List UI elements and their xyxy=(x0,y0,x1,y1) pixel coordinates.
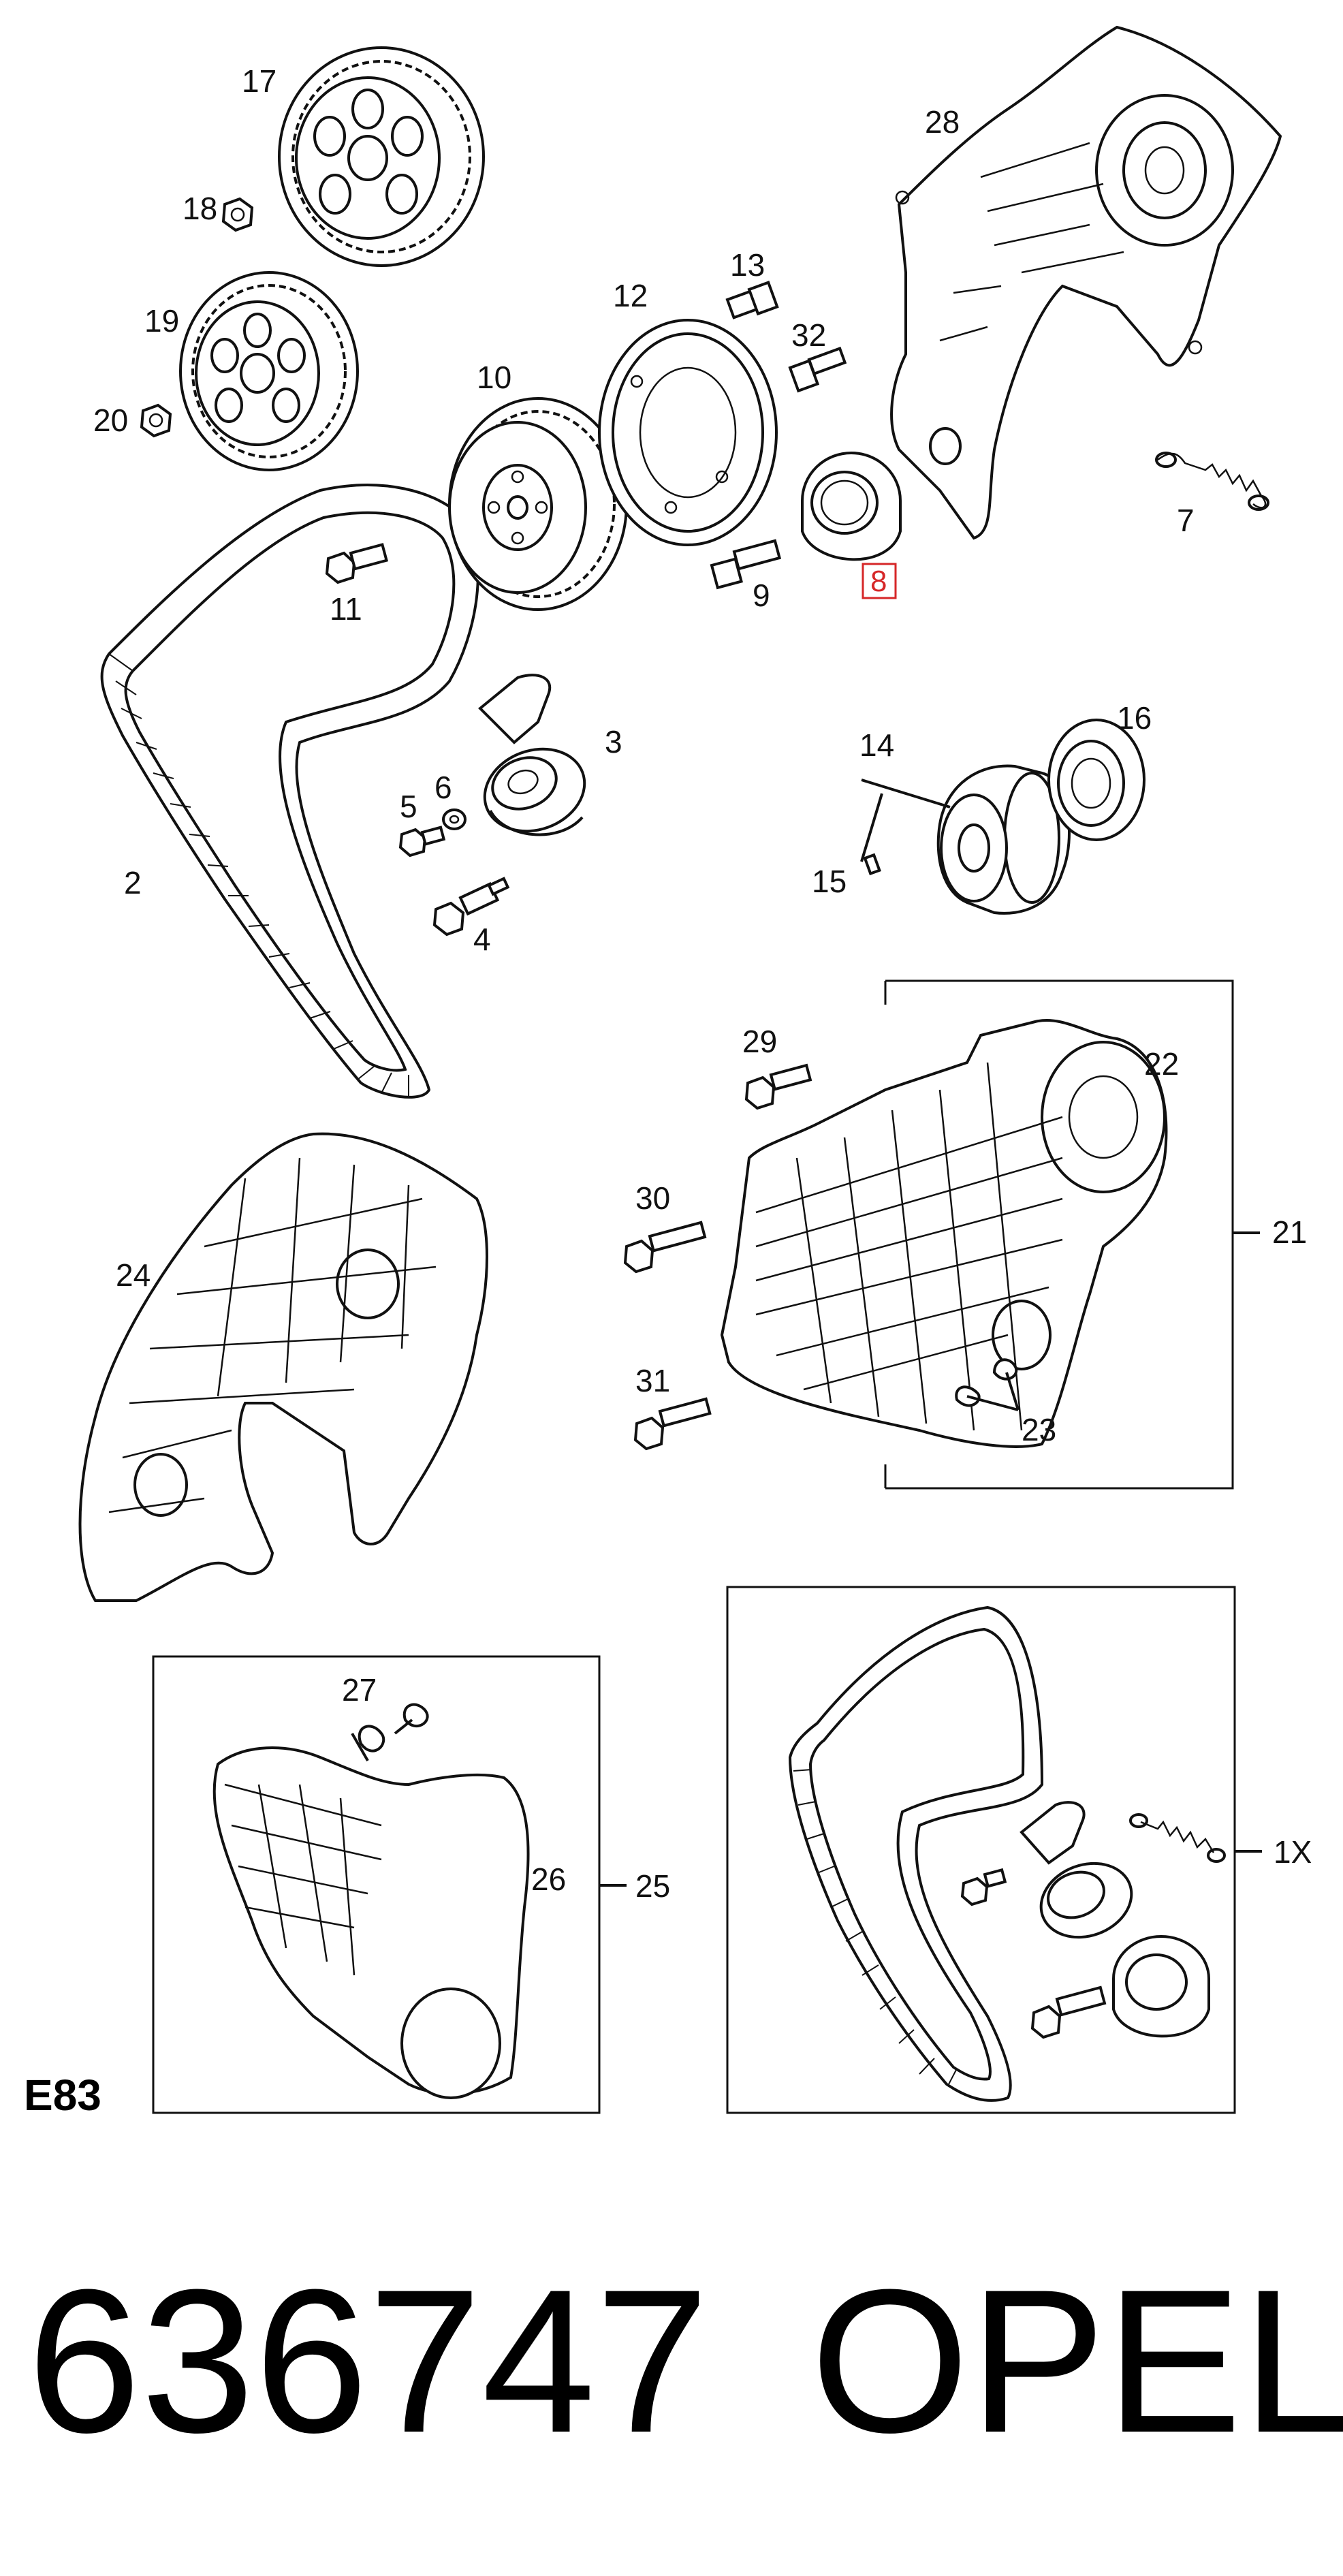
part-15-key xyxy=(863,853,881,876)
part-16-guide-washer xyxy=(1047,719,1146,841)
callout-labels: 17 28 18 13 12 19 32 10 20 7 8 9 11 16 3… xyxy=(93,63,1312,1904)
part-12-guide-plate xyxy=(598,319,778,546)
callout-8-highlighted: 8 xyxy=(870,565,887,598)
callout-13: 13 xyxy=(730,247,765,283)
brand-name: OPEL xyxy=(810,2246,1343,2475)
callout-14: 14 xyxy=(859,727,894,763)
callout-6: 6 xyxy=(434,770,452,805)
part-19-sprocket xyxy=(179,271,359,471)
part-23-clips xyxy=(955,1358,1018,1407)
callout-31: 31 xyxy=(635,1363,670,1398)
part-24-cover xyxy=(78,1132,488,1602)
callout-30: 30 xyxy=(635,1180,670,1216)
callout-32: 32 xyxy=(791,317,826,353)
part-17-camshaft-sprocket xyxy=(278,46,485,267)
part-13-bolt xyxy=(725,281,779,319)
kit-1x-pulley xyxy=(1112,1935,1210,2038)
callout-15: 15 xyxy=(812,864,847,899)
callout-26: 26 xyxy=(531,1862,566,1897)
kit-1x-tensioner xyxy=(1020,1801,1133,1939)
part-26-cover xyxy=(212,1746,530,2099)
kit-1x-box xyxy=(726,1586,1262,2114)
assembly-21-box xyxy=(884,979,1260,1490)
part-18-nut xyxy=(221,197,254,232)
callout-29: 29 xyxy=(742,1024,777,1059)
part-14-crank-gear xyxy=(936,764,1071,915)
callout-16: 16 xyxy=(1117,700,1152,736)
part-29-bolt xyxy=(744,1063,812,1110)
callout-2: 2 xyxy=(124,865,142,900)
part-27-clips xyxy=(358,1703,429,1753)
callout-4: 4 xyxy=(473,922,491,957)
part-28-rear-cover xyxy=(890,25,1282,540)
kit-1x-belt xyxy=(788,1605,1044,2102)
callout-20: 20 xyxy=(93,403,128,438)
callout-17: 17 xyxy=(242,63,276,99)
callout-23: 23 xyxy=(1022,1412,1056,1447)
part-3-tensioner xyxy=(478,674,586,836)
callout-11: 11 xyxy=(330,591,362,627)
callout-18: 18 xyxy=(183,191,217,226)
kit-1x-spring xyxy=(1129,1813,1226,1863)
leader-lines xyxy=(351,779,1020,1761)
part-2-timing-belt xyxy=(100,484,479,1099)
assembly-25-box xyxy=(152,1655,627,2114)
part-number: 636747 xyxy=(27,2246,709,2475)
part-5-bolt xyxy=(398,826,446,858)
part-11-bolt xyxy=(325,543,389,584)
kit-1x-bolts xyxy=(960,1868,1107,2039)
callout-12: 12 xyxy=(613,278,648,313)
part-8-idler-pulley xyxy=(801,452,902,561)
callout-25: 25 xyxy=(635,1868,670,1904)
callout-27: 27 xyxy=(342,1672,377,1708)
part-31-bolt xyxy=(633,1397,712,1451)
part-30-bolt xyxy=(623,1221,707,1274)
part-4-bolt xyxy=(432,877,510,937)
highlight-box-8 xyxy=(862,563,897,599)
part-20-nut xyxy=(140,403,172,438)
callout-3: 3 xyxy=(605,724,622,759)
diagram-code: E83 xyxy=(24,2071,101,2120)
callout-21: 21 xyxy=(1272,1214,1307,1250)
callout-10: 10 xyxy=(477,360,511,395)
callout-28: 28 xyxy=(925,104,960,140)
part-6-washer xyxy=(442,808,467,830)
callout-9: 9 xyxy=(753,578,770,613)
callout-22: 22 xyxy=(1144,1046,1179,1082)
part-9-bolt xyxy=(710,539,782,590)
callout-24: 24 xyxy=(116,1257,151,1293)
callout-19: 19 xyxy=(144,303,179,339)
part-22-cover xyxy=(720,1019,1168,1448)
callout-1x: 1X xyxy=(1274,1834,1312,1870)
callout-7: 7 xyxy=(1177,503,1195,538)
part-7-spring xyxy=(1155,452,1269,511)
part-32-bolt xyxy=(788,347,847,393)
callout-5: 5 xyxy=(400,789,417,824)
